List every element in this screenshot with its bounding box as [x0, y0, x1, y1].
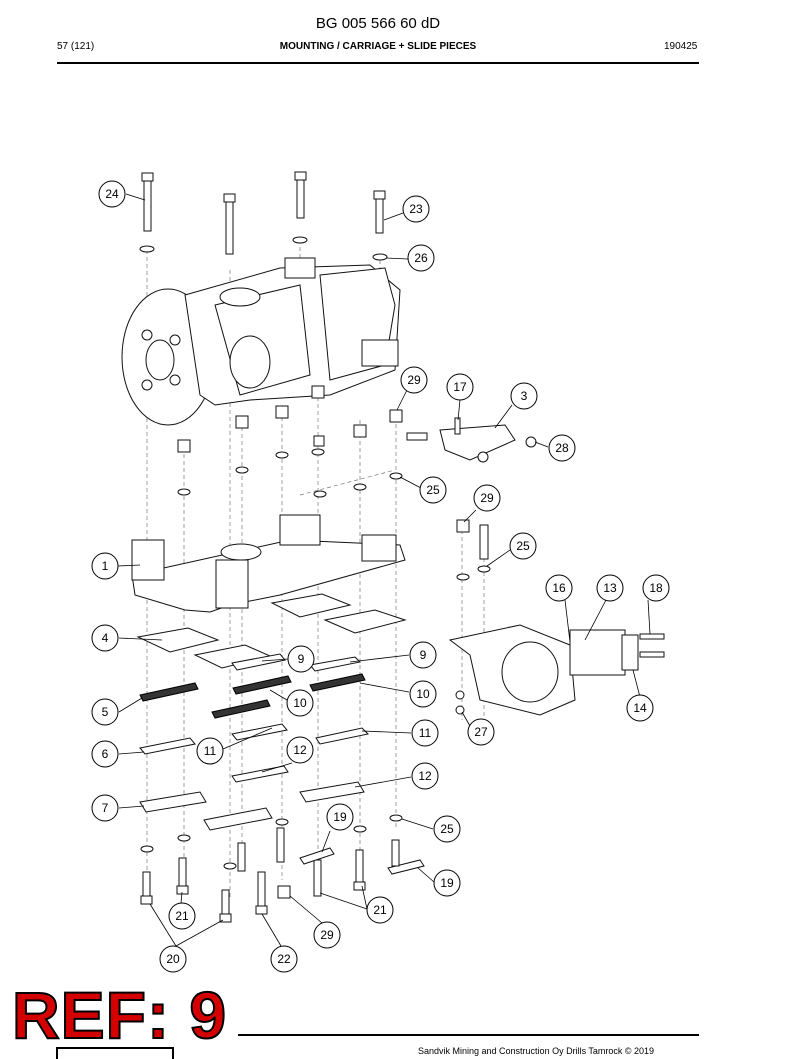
footer-divider: [238, 1034, 699, 1036]
slide-pieces: [136, 593, 407, 831]
svg-text:5: 5: [102, 705, 109, 719]
callout-19: 19: [326, 803, 354, 831]
svg-text:3: 3: [521, 389, 528, 403]
svg-text:11: 11: [419, 726, 432, 740]
callout-12: 12: [286, 736, 314, 764]
leader-lines: [117, 193, 651, 947]
callout-24: 24: [98, 180, 126, 208]
callout-10: 10: [286, 689, 314, 717]
svg-text:12: 12: [293, 743, 307, 757]
svg-text:29: 29: [320, 928, 334, 942]
callout-17: 17: [446, 373, 474, 401]
svg-text:26: 26: [414, 251, 428, 265]
svg-text:25: 25: [516, 539, 530, 553]
callout-25: 25: [509, 532, 537, 560]
callout-23: 23: [402, 195, 430, 223]
copyright-text: Sandvik Mining and Construction Oy Drill…: [418, 1046, 655, 1056]
callout-16: 16: [545, 574, 573, 602]
svg-text:23: 23: [409, 202, 423, 216]
page-number: 57 (121): [57, 41, 95, 52]
section-title: MOUNTING / CARRIAGE + SLIDE PIECES: [279, 41, 477, 52]
callout-10: 10: [409, 680, 437, 708]
callout-bubbles: 24 23 26 29 17 3 28 25 29 25 1 16 13 18 …: [91, 180, 670, 973]
callout-28: 28: [548, 434, 576, 462]
callout-29: 29: [313, 921, 341, 949]
svg-text:7: 7: [102, 801, 109, 815]
mounting-bracket: [448, 519, 665, 716]
callout-12: 12: [411, 762, 439, 790]
svg-text:16: 16: [552, 581, 566, 595]
clamp-bracket: [406, 417, 537, 463]
svg-text:28: 28: [555, 441, 569, 455]
callout-21: 21: [168, 902, 196, 930]
company-logo: [56, 1047, 174, 1059]
header-divider: [57, 62, 699, 64]
svg-text:29: 29: [480, 491, 494, 505]
svg-text:9: 9: [420, 648, 427, 662]
callout-5: 5: [91, 698, 119, 726]
callout-27: 27: [467, 718, 495, 746]
svg-text:6: 6: [102, 747, 109, 761]
callout-22: 22: [270, 945, 298, 973]
svg-text:20: 20: [166, 952, 180, 966]
callout-3: 3: [510, 382, 538, 410]
svg-text:19: 19: [440, 876, 454, 890]
callout-11: 11: [411, 719, 439, 747]
callout-29: 29: [473, 484, 501, 512]
callout-25: 25: [419, 476, 447, 504]
callout-14: 14: [626, 694, 654, 722]
svg-text:29: 29: [407, 373, 421, 387]
document-number: BG 005 566 60 dD: [315, 15, 441, 32]
upper-nuts-washers: [177, 385, 403, 498]
top-bolts: [139, 171, 388, 261]
callout-7: 7: [91, 794, 119, 822]
svg-text:11: 11: [204, 744, 217, 758]
svg-text:19: 19: [333, 810, 347, 824]
callout-9: 9: [409, 641, 437, 669]
callout-25: 25: [433, 815, 461, 843]
callout-9: 9: [287, 645, 315, 673]
reference-stamp: REF: 9: [11, 978, 228, 1052]
svg-text:18: 18: [649, 581, 663, 595]
date-code: 190425: [664, 41, 698, 52]
callout-20: 20: [159, 945, 187, 973]
svg-text:27: 27: [474, 725, 488, 739]
svg-text:21: 21: [373, 903, 387, 917]
rock-drill-body: [121, 257, 401, 426]
svg-text:25: 25: [440, 822, 454, 836]
svg-text:9: 9: [298, 652, 305, 666]
callout-29: 29: [400, 366, 428, 394]
callout-18: 18: [642, 574, 670, 602]
svg-text:12: 12: [418, 769, 432, 783]
callout-11: 11: [196, 737, 224, 765]
callout-19: 19: [433, 869, 461, 897]
svg-text:10: 10: [416, 687, 430, 701]
callout-26: 26: [407, 244, 435, 272]
lower-fasteners: [140, 814, 425, 923]
svg-text:17: 17: [453, 380, 467, 394]
svg-text:25: 25: [426, 483, 440, 497]
svg-text:22: 22: [277, 952, 291, 966]
svg-text:13: 13: [603, 581, 617, 595]
callout-1: 1: [91, 552, 119, 580]
carriage-plate: [131, 514, 406, 613]
svg-text:10: 10: [293, 696, 307, 710]
svg-text:21: 21: [175, 909, 189, 923]
callout-21: 21: [366, 896, 394, 924]
callout-13: 13: [596, 574, 624, 602]
callout-6: 6: [91, 740, 119, 768]
svg-text:14: 14: [633, 701, 647, 715]
callout-4: 4: [91, 624, 119, 652]
svg-text:4: 4: [102, 631, 109, 645]
svg-text:1: 1: [102, 559, 109, 573]
svg-text:24: 24: [105, 187, 119, 201]
